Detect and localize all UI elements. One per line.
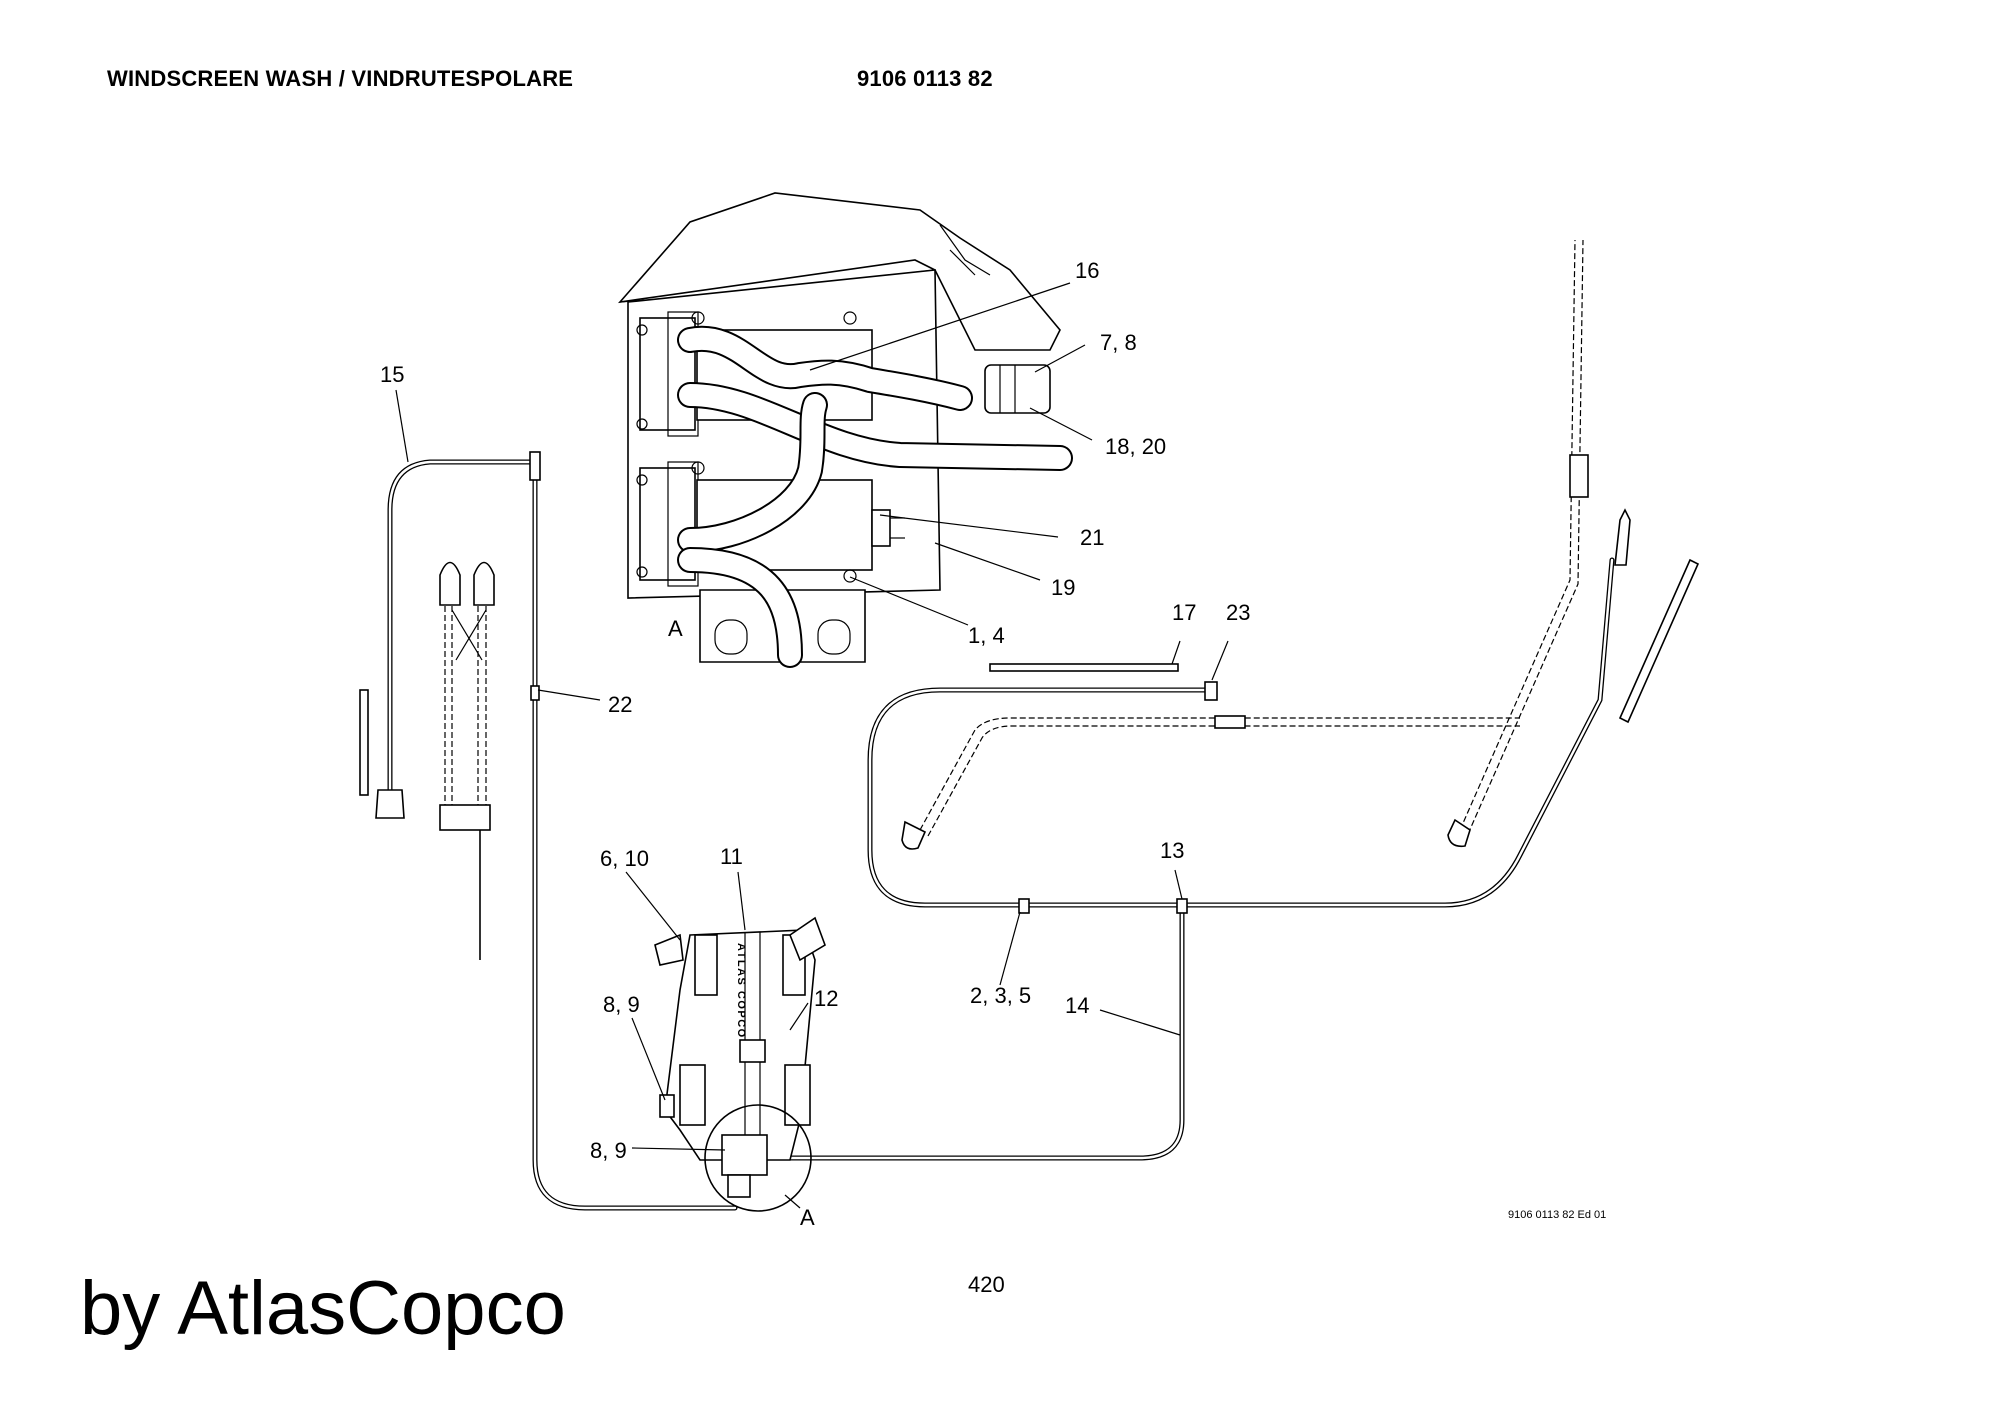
part-number: 9106 0113 82	[857, 66, 993, 91]
leader-lines	[395, 282, 1229, 1209]
page-number: 420	[968, 1272, 1005, 1297]
callout-22: 22	[608, 692, 632, 717]
callout-16: 16	[1075, 258, 1099, 283]
callout-15: 15	[380, 362, 404, 387]
tank-label: ATLAS COPCO	[735, 943, 747, 1039]
callout-23: 23	[1226, 600, 1250, 625]
callout-7-8: 7, 8	[1100, 330, 1137, 355]
pump-detail-a	[617, 192, 1073, 668]
callout-21: 21	[1080, 525, 1104, 550]
footer-brand: by AtlasCopco	[80, 1266, 566, 1351]
callout-a-bottom: A	[800, 1205, 815, 1230]
callout-8-9-lower: 8, 9	[590, 1138, 627, 1163]
callout-2-3-5: 2, 3, 5	[970, 983, 1031, 1008]
page-title: WINDSCREEN WASH / VINDRUTESPOLARE	[107, 66, 574, 91]
callout-12: 12	[814, 986, 838, 1011]
callout-6-10: 6, 10	[600, 846, 649, 871]
callout-19: 19	[1051, 575, 1075, 600]
callout-14: 14	[1065, 993, 1089, 1018]
callout-11: 11	[720, 844, 743, 869]
callout-a-top: A	[668, 616, 683, 641]
callout-17: 17	[1172, 600, 1196, 625]
left-hose-assembly	[359, 451, 738, 1211]
callout-8-9-upper: 8, 9	[603, 992, 640, 1017]
callout-13: 13	[1160, 838, 1184, 863]
right-hose-assembly	[777, 239, 1700, 1161]
callout-numbers: 15 16 7, 8 18, 20 21 19 1, 4 A 17 23 22 …	[380, 258, 1250, 1230]
callout-1-4: 1, 4	[968, 623, 1005, 648]
callout-18-20: 18, 20	[1105, 434, 1166, 459]
washer-tank	[654, 916, 826, 1212]
drawing-reference: 9106 0113 82 Ed 01	[1508, 1209, 1607, 1221]
